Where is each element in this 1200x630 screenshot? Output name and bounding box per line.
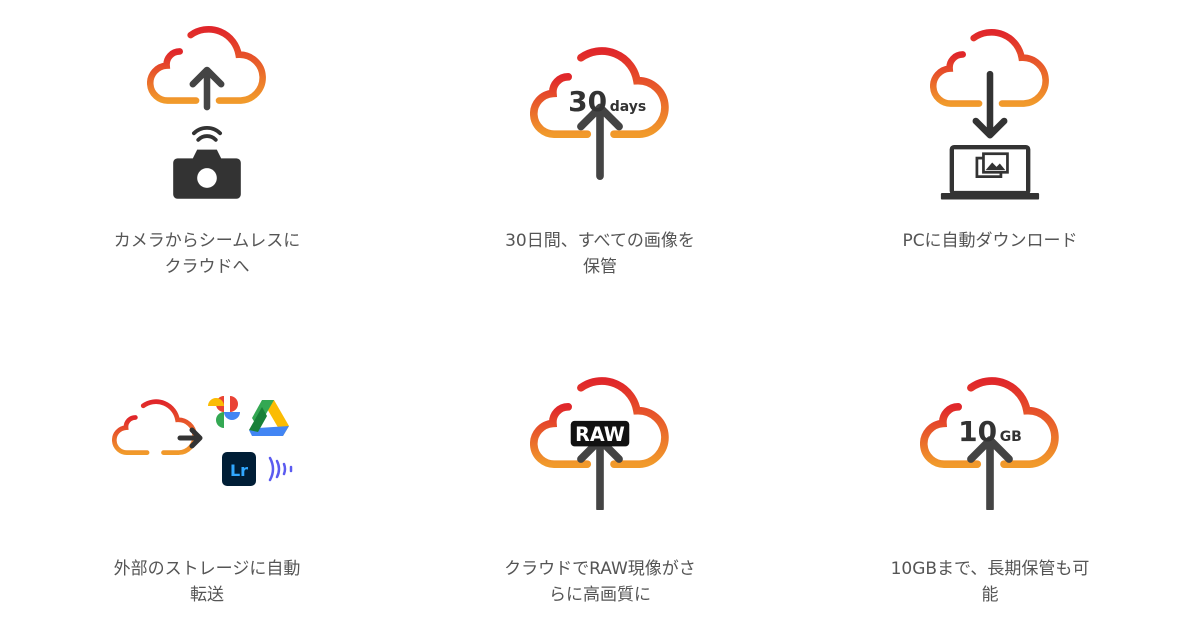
feature-caption: 10GBまで、長期保管も可能 — [890, 559, 1090, 605]
feature-caption: 30日間、すべての画像を保管 — [505, 231, 695, 277]
google-photos-icon — [208, 396, 240, 428]
feature-caption: PCに自動ダウンロード — [902, 231, 1078, 251]
svg-text:RAW: RAW — [575, 423, 625, 446]
cloud-raw-icon: RAW — [450, 375, 750, 575]
cloud-external-storage-icon: Lr — [57, 392, 357, 592]
cloud-download-laptop-icon — [840, 25, 1140, 225]
feature-caption: 外部のストレージに自動転送 — [113, 559, 301, 605]
feature-caption: クラウドでRAW現像がさらに高画質に — [504, 559, 696, 605]
svg-text:Lr: Lr — [230, 461, 248, 480]
cloud-upload-camera-icon — [57, 22, 357, 222]
feature-caption: カメラからシームレスにクラウドへ — [113, 231, 301, 277]
google-drive-icon — [249, 400, 289, 436]
svg-text:10GB: 10GB — [958, 415, 1022, 448]
